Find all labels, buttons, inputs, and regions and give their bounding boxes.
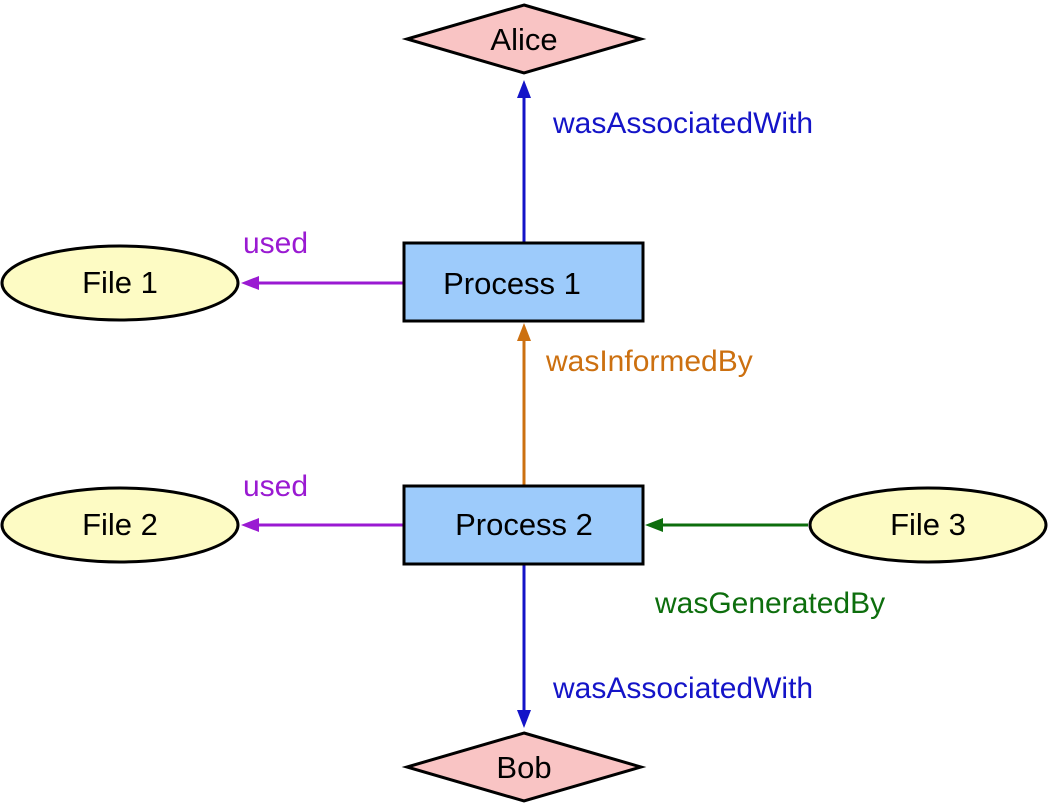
entity-node-file1: File 1 xyxy=(0,244,240,322)
ellipse-shape xyxy=(808,486,1048,564)
edge-process1-alice: wasAssociatedWith xyxy=(517,80,813,242)
arrowhead-icon xyxy=(517,323,531,341)
edge-label-used: used xyxy=(243,227,308,260)
node-label: Process 1 xyxy=(443,266,581,301)
entity-node-file2: File 2 xyxy=(0,486,240,564)
edge-label-used: used xyxy=(243,470,308,503)
edge-label-was-informed-by: wasInformedBy xyxy=(545,345,753,378)
node-label: File 3 xyxy=(890,507,966,542)
ellipse-shape xyxy=(0,244,240,322)
arrowhead-icon xyxy=(241,276,259,290)
activity-node-process2: Process 2 xyxy=(402,484,645,566)
node-label: Process 2 xyxy=(455,507,593,542)
agent-node-bob: Bob xyxy=(401,731,647,803)
edge-process2-file2: used xyxy=(241,470,404,532)
arrowhead-icon xyxy=(517,80,531,98)
edge-label-was-associated-with: wasAssociatedWith xyxy=(552,672,813,705)
diamond-shape xyxy=(401,731,647,803)
rectangle-shape xyxy=(402,484,645,566)
agent-node-alice: Alice xyxy=(401,3,647,75)
arrowhead-icon xyxy=(241,518,259,532)
arrowhead-icon xyxy=(517,710,531,728)
edge-label-was-associated-with: wasAssociatedWith xyxy=(552,107,813,140)
node-label: Alice xyxy=(490,22,557,57)
node-label: Bob xyxy=(496,750,551,785)
node-label: File 1 xyxy=(82,265,158,300)
arrowhead-icon xyxy=(645,518,663,532)
diamond-shape xyxy=(401,3,647,75)
edge-process1-file1: used xyxy=(241,227,404,290)
ellipse-shape xyxy=(0,486,240,564)
activity-node-process1: Process 1 xyxy=(402,241,645,323)
rectangle-shape xyxy=(402,241,645,323)
entity-node-file3: File 3 xyxy=(808,486,1048,564)
edge-process2-process1: wasInformedBy xyxy=(517,323,753,485)
node-label: File 2 xyxy=(82,507,158,542)
edge-file3-process2: wasGeneratedBy xyxy=(645,518,885,620)
edge-process2-bob: wasAssociatedWith xyxy=(517,565,813,728)
edge-label-was-generated-by: wasGeneratedBy xyxy=(654,587,885,620)
